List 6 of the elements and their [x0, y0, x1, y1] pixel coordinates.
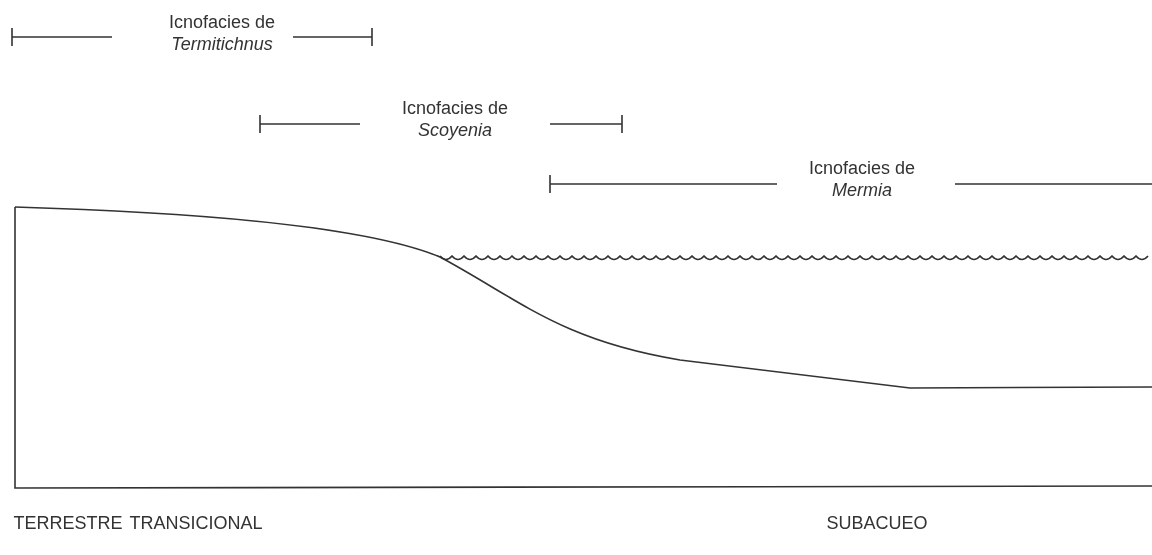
facies-label: Icnofacies de Mermia: [807, 157, 917, 201]
facies-label: Icnofacies de Scoyenia: [400, 97, 510, 141]
facies-label: Icnofacies de Termitichnus: [167, 11, 277, 55]
zone-label: TERRESTRE: [13, 512, 123, 534]
zone-label: SUBACUEO: [826, 512, 928, 534]
zone-label: TRANSICIONAL: [129, 512, 263, 534]
